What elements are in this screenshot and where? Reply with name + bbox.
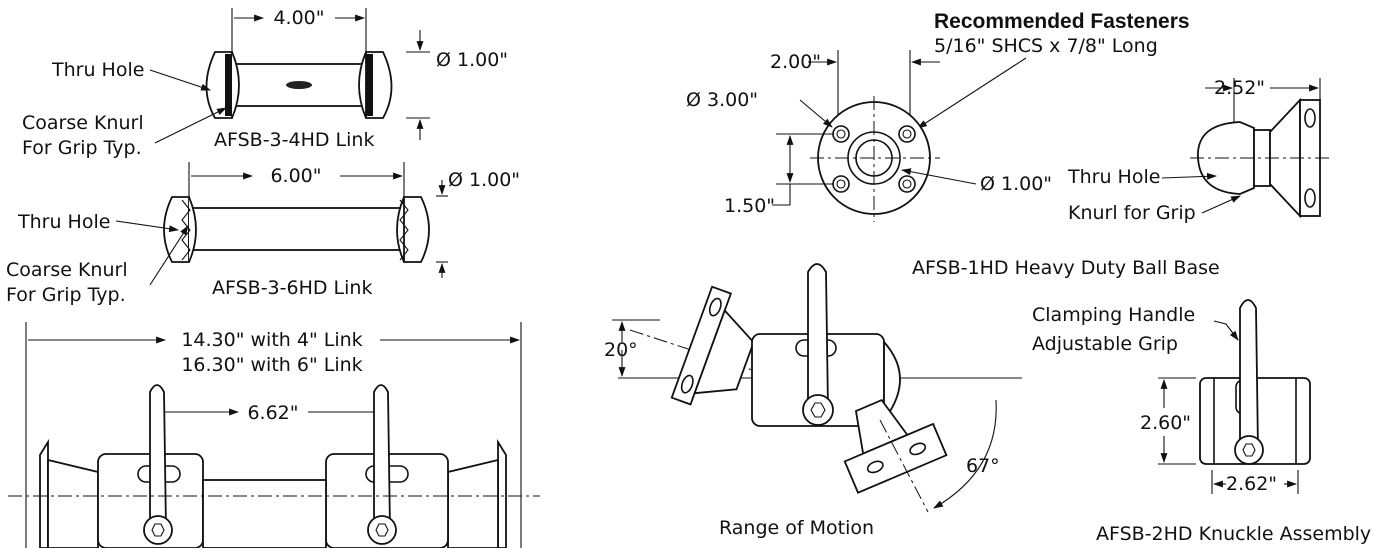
link-6hd-caption: AFSB-3-6HD Link [212,277,372,299]
ball-base-knurl-label: Knurl for Grip [1068,202,1196,224]
ball-base-top-view: Recommended Fasteners 5/16" SHCS x 7/8" … [686,10,1220,279]
link-6hd-knurl-label-2: For Grip Typ. [6,284,126,306]
knuckle-assembly-view: Clamping Handle Adjustable Grip 2.60" 2.… [1032,299,1371,545]
motion-caption: Range of Motion [719,517,874,539]
assembly-overall-4in: 14.30" with 4" Link [181,329,362,351]
link-4hd-knurl-label-1: Coarse Knurl [22,112,144,134]
fasteners-spec: 5/16" SHCS x 7/8" Long [934,35,1158,57]
link-6hd-thru-hole-label: Thru Hole [17,211,110,233]
motion-angle-top: 20° [604,339,638,361]
assembly-view: 14.30" with 4" Link 16.30" with 6" Link … [8,322,540,548]
link-6hd-length-dim: 6.00" [270,165,321,187]
knuckle-width-dim: 2.62" [1226,473,1277,495]
ball-base-flange-diameter: Ø 3.00" [686,89,758,111]
link-4hd-diameter-dim: Ø 1.00" [436,49,508,71]
ball-base-side-view: 2.52" Thru Hole Knurl for Grip [1067,77,1330,224]
ball-base-caption: AFSB-1HD Heavy Duty Ball Base [912,257,1220,279]
logo-mark-icon [286,81,312,89]
knuckle-height-dim: 2.60" [1140,412,1191,434]
knuckle-caption: AFSB-2HD Knuckle Assembly [1096,523,1371,545]
ball-base-bore-diameter: Ø 1.00" [980,173,1052,195]
range-of-motion-view: 20° 67° Range of Motion [604,263,1022,539]
link-4hd-caption: AFSB-3-4HD Link [214,129,374,151]
ball-base-bolt-spacing-x: 2.00" [770,51,821,73]
link-4hd-view: 4.00" Ø 1.00" Thru Hole Coarse Knurl For… [22,7,508,159]
link-6hd-diameter-dim: Ø 1.00" [448,169,520,191]
motion-angle-bottom: 67° [966,455,1000,477]
knuckle-handle-label-1: Clamping Handle [1032,304,1195,326]
link-4hd-length-dim: 4.00" [273,7,324,29]
link-6hd-knurl-label-1: Coarse Knurl [6,259,128,281]
ball-base-side-length: 2.52" [1214,77,1265,99]
assembly-overall-6in: 16.30" with 6" Link [181,354,362,376]
knuckle-handle-label-2: Adjustable Grip [1032,333,1178,355]
ball-base-thru-hole-label: Thru Hole [1067,166,1160,188]
assembly-handle-spacing: 6.62" [247,402,298,424]
link-6hd-view: 6.00" Ø 1.00" Thru Hole Coarse Knurl For… [6,162,520,306]
fasteners-title: Recommended Fasteners [934,10,1190,33]
link-4hd-thru-hole-label: Thru Hole [51,59,144,81]
ball-base-bolt-spacing-y: 1.50" [724,195,775,217]
link-4hd-knurl-label-2: For Grip Typ. [22,137,142,159]
